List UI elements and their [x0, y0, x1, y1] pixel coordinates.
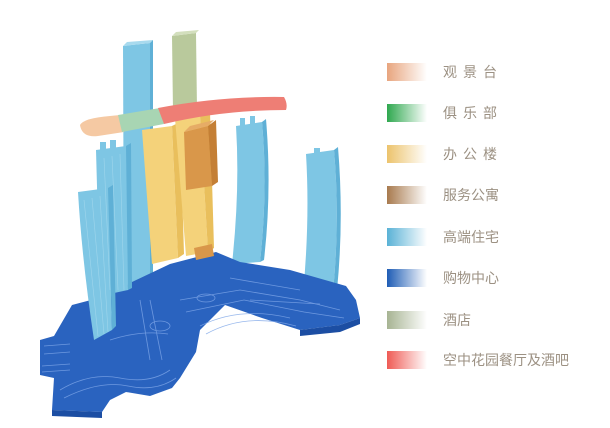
sky-bridge-club [118, 108, 164, 132]
legend-item-serviced-apartment: 服务公寓 [387, 185, 499, 205]
legend-item-observation-deck: 观景台 [387, 62, 503, 82]
building-diagram [40, 30, 360, 418]
legend-item-residential: 高端住宅 [387, 227, 499, 247]
legend-item-club: 俱乐部 [387, 103, 503, 123]
legend-swatch [387, 186, 427, 204]
office-towers [142, 112, 214, 264]
legend-swatch [387, 351, 427, 369]
legend-label: 酒店 [443, 313, 471, 329]
legend-item-shopping-center: 购物中心 [387, 268, 499, 288]
legend-swatch [387, 311, 427, 329]
shopping-podium [40, 252, 360, 418]
residential-tower-right-1 [232, 116, 269, 264]
legend-label: 服务公寓 [443, 188, 499, 204]
sky-bridge [80, 96, 287, 137]
legend-swatch [387, 104, 427, 122]
sky-bridge-garden-restaurant-bar [158, 96, 287, 124]
legend-label: 高端住宅 [443, 230, 499, 246]
legend-swatch [387, 63, 427, 81]
legend-label: 俱乐部 [443, 106, 503, 122]
legend-item-office: 办公楼 [387, 144, 503, 164]
legend-label: 空中花园餐厅及酒吧 [443, 353, 569, 369]
residential-towers-left [78, 140, 132, 340]
residential-tower-right-2 [303, 147, 341, 294]
serviced-apartment-block [184, 120, 218, 260]
hotel-tower [172, 30, 199, 112]
legend-label: 办公楼 [443, 147, 503, 163]
legend-label: 购物中心 [443, 271, 499, 287]
legend-swatch [387, 269, 427, 287]
sky-bridge-observation-deck [80, 115, 124, 137]
legend-label: 观景台 [443, 65, 503, 81]
legend-item-sky-garden: 空中花园餐厅及酒吧 [387, 350, 569, 370]
legend-swatch [387, 228, 427, 246]
legend-item-hotel: 酒店 [387, 310, 471, 330]
legend-swatch [387, 145, 427, 163]
